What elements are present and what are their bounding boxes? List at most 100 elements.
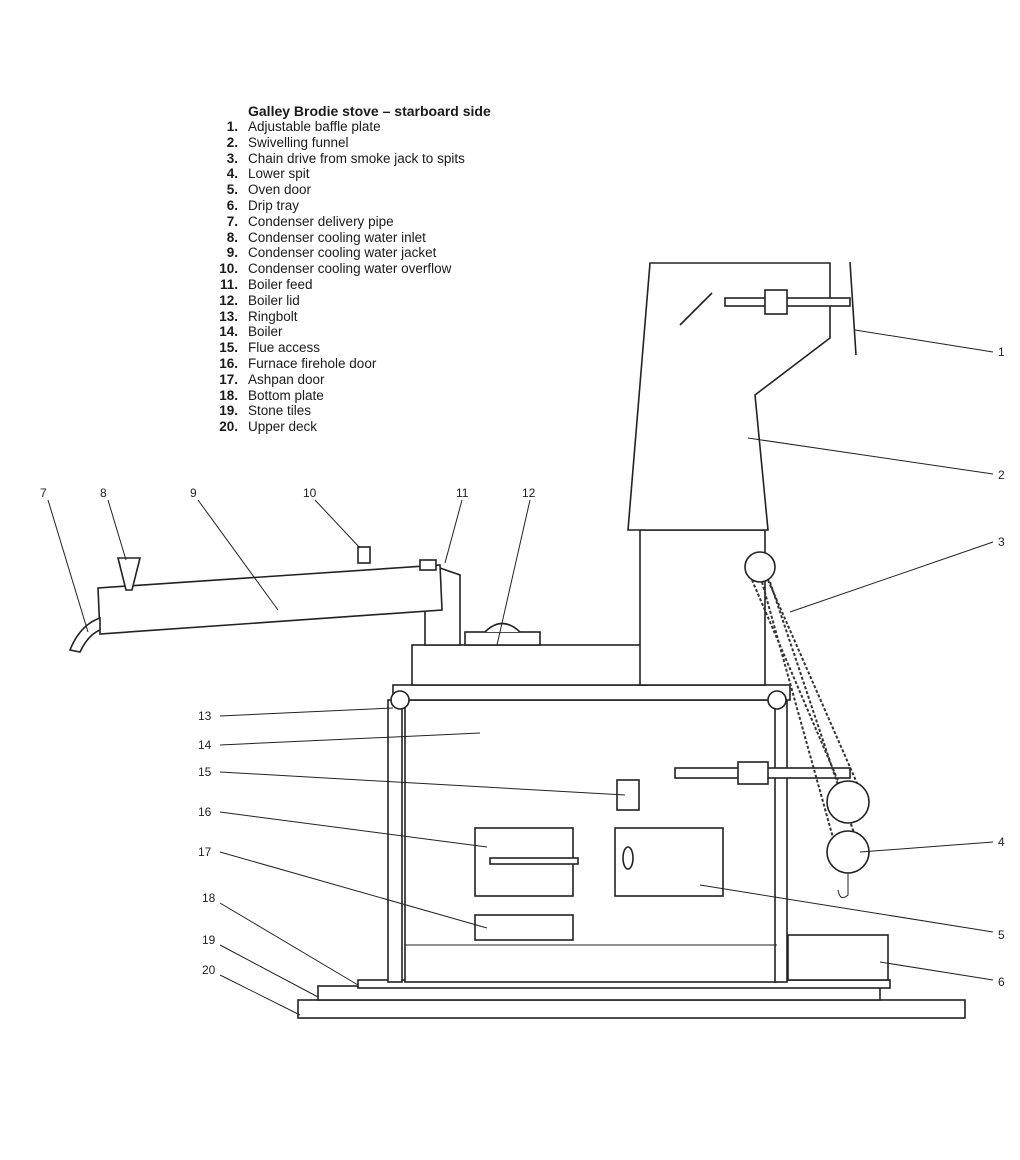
callout-19: 19: [202, 933, 216, 947]
leader-lines: [47, 329, 994, 1016]
legend-item-number: 18.: [219, 387, 238, 403]
legend-item: 12.Boiler lid: [198, 293, 508, 309]
boiler-feed: [419, 559, 437, 571]
smoke-jack-pulley: [744, 551, 776, 583]
legend-item-label: Ringbolt: [248, 308, 298, 324]
cooling-water-inlet: [116, 557, 142, 591]
callout-11: 11: [456, 486, 469, 500]
legend-item: 2. Swivelling funnel: [198, 135, 508, 151]
condenser-delivery-pipe: [68, 616, 101, 653]
legend-item-number: 7.: [226, 213, 238, 229]
legend-item: 1. Adjustable baffle plate: [198, 119, 508, 135]
callout-20: 20: [202, 963, 216, 977]
legend-item-label: Condenser cooling water overflow: [248, 261, 452, 277]
callout-9: 9: [190, 486, 197, 500]
legend-item-label: Furnace firehole door: [248, 355, 377, 371]
ringbolt-right: [767, 690, 787, 710]
legend-item: 8.Condenser cooling water inlet: [198, 230, 508, 246]
legend-item-label: Ashpan door: [248, 371, 325, 387]
legend-item-number: 4.: [226, 166, 238, 182]
legend-item-number: 17.: [219, 371, 238, 387]
legend-title: Galley Brodie stove – starboard side: [248, 103, 491, 119]
legend-item-number: 9.: [226, 245, 238, 261]
callout-12: 12: [522, 486, 536, 500]
legend-item: 11. Boiler feed: [198, 277, 508, 293]
baffle-bracket: [764, 289, 788, 315]
callout-2: 2: [998, 468, 1005, 482]
legend-item-label: Stone tiles: [248, 403, 312, 419]
legend-item-number: 5.: [226, 182, 238, 198]
legend-item-number: 11.: [219, 276, 238, 292]
callout-13: 13: [198, 709, 212, 723]
legend-item: 14. Boiler: [198, 324, 508, 340]
legend-item-number: 14.: [219, 324, 238, 340]
legend-item-label: Swivelling funnel: [248, 134, 349, 150]
legend-item-label: Condenser cooling water inlet: [248, 229, 426, 245]
callout-10: 10: [303, 486, 317, 500]
legend-item-label: Condenser delivery pipe: [248, 213, 394, 229]
boiler-top: [411, 644, 648, 686]
legend-item-label: Lower spit: [248, 166, 310, 182]
upper-deck: [297, 999, 966, 1019]
callout-1: 1: [998, 345, 1005, 359]
legend-item-label: Boiler feed: [248, 276, 313, 292]
legend-item: 10. Condenser cooling water overflow: [198, 261, 508, 277]
ringbolt-left: [390, 690, 410, 710]
callout-18: 18: [202, 891, 216, 905]
legend-item-label: Boiler: [248, 324, 283, 340]
callout-4: 4: [998, 835, 1005, 849]
legend-item-label: Flue access: [248, 340, 321, 356]
legend-item-number: 1.: [226, 119, 238, 134]
legend-item: 7. Condenser delivery pipe: [198, 214, 508, 230]
legend-item: 17. Ashpan door: [198, 372, 508, 388]
legend-item-number: 19.: [219, 403, 238, 419]
legend-item: 16. Furnace firehole door: [198, 356, 508, 372]
legend-item-label: Oven door: [248, 182, 312, 198]
legend-item-label: Bottom plate: [248, 387, 324, 403]
legend-item-number: 20.: [219, 419, 238, 435]
overflow-pipe: [357, 546, 371, 564]
top-band: [392, 684, 791, 701]
legend-item-number: 3.: [226, 150, 238, 166]
legend-item: 13. Ringbolt: [198, 309, 508, 325]
drip-tray: [787, 934, 889, 981]
legend-item: 3. Chain drive from smoke jack to spits: [198, 151, 508, 167]
legend-item-label: Adjustable baffle plate: [248, 119, 381, 134]
boiler-lid: [464, 631, 541, 646]
legend-item-label: Boiler lid: [248, 292, 300, 308]
legend-item-number: 15.: [219, 340, 238, 356]
legend-item-number: 13.: [219, 308, 238, 324]
legend-item: 6. Drip tray: [198, 198, 508, 214]
legend-item: 15. Flue access: [198, 340, 508, 356]
callout-7: 7: [40, 486, 47, 500]
upper-spit-wheel: [826, 780, 870, 824]
legend-item: 9. Condenser cooling water jacket: [198, 245, 508, 261]
callout-5: 5: [998, 928, 1005, 942]
legend-item: 20.Upper deck: [198, 419, 508, 435]
baffle-handle: [849, 261, 857, 356]
callout-17: 17: [198, 845, 212, 859]
legend-item-label: Condenser cooling water jacket: [248, 245, 437, 261]
callout-15: 15: [198, 765, 212, 779]
callout-8: 8: [100, 486, 107, 500]
callout-14: 14: [198, 738, 212, 752]
legend-item-number: 10.: [219, 261, 238, 277]
legend-item: 5. Oven door: [198, 182, 508, 198]
legend: Galley Brodie stove – starboard side 1. A…: [198, 104, 508, 435]
legend-item: 4. Lower spit: [198, 166, 508, 182]
legend-item-number: 2.: [226, 134, 238, 150]
callout-16: 16: [198, 805, 212, 819]
left-leg: [387, 699, 403, 983]
legend-item: 18. Bottom plate: [198, 388, 508, 404]
legend-item-number: 16.: [219, 355, 238, 371]
right-leg: [774, 699, 788, 983]
legend-item-label: Chain drive from smoke jack to spits: [248, 150, 465, 166]
legend-item-label: Drip tray: [248, 197, 300, 213]
funnel-lower: [639, 529, 766, 686]
legend-item-number: 6.: [226, 197, 238, 213]
legend-item: 19. Stone tiles: [198, 403, 508, 419]
callout-6: 6: [998, 975, 1005, 989]
ashpan-door: [474, 914, 574, 941]
boiler-lid-handle: [484, 622, 521, 633]
